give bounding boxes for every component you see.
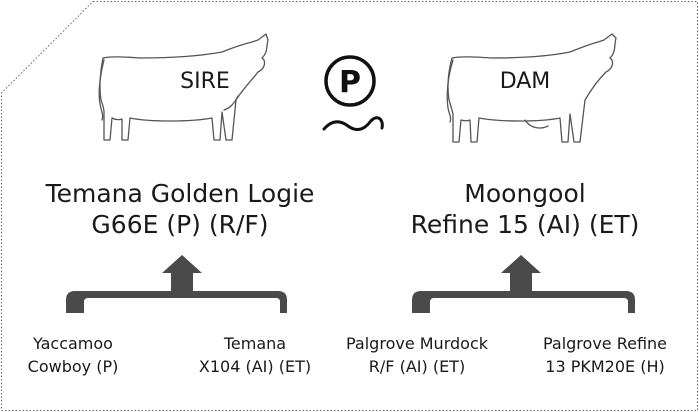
sire-name-line1: Temana Golden Logie — [45, 179, 315, 208]
dam-name-line2: Refine 15 (AI) (ET) — [410, 210, 640, 239]
sire-parent-2-line2: X104 (AI) (ET) — [198, 357, 312, 376]
dam-parent-1-line1: Palgrove Murdock — [346, 334, 488, 353]
polled-symbol-icon — [322, 55, 384, 131]
sire-label: SIRE — [180, 69, 230, 94]
polled-symbol-letter: P — [339, 65, 361, 100]
dam-cow-outline — [446, 33, 617, 143]
dam-parent-2-line1: Palgrove Refine — [542, 334, 668, 353]
sire-cow-outline — [98, 33, 269, 141]
dam-name-line1: Moongool — [464, 179, 586, 208]
dam-parent-2-line2: 13 PKM20E (H) — [545, 357, 665, 376]
sire-parent-1-line2: Cowboy (P) — [27, 357, 119, 376]
sire-parent-1-line1: Yaccamoo — [33, 334, 113, 353]
sire-bracket-arrow — [66, 255, 287, 313]
dam-label: DAM — [499, 69, 551, 94]
dam-bracket-arrow — [412, 255, 635, 313]
sire-name-line2: G66E (P) (R/F) — [91, 210, 269, 239]
dam-parent-1-line2: R/F (AI) (ET) — [368, 357, 466, 376]
sire-parent-2-line1: Temana — [223, 334, 287, 353]
